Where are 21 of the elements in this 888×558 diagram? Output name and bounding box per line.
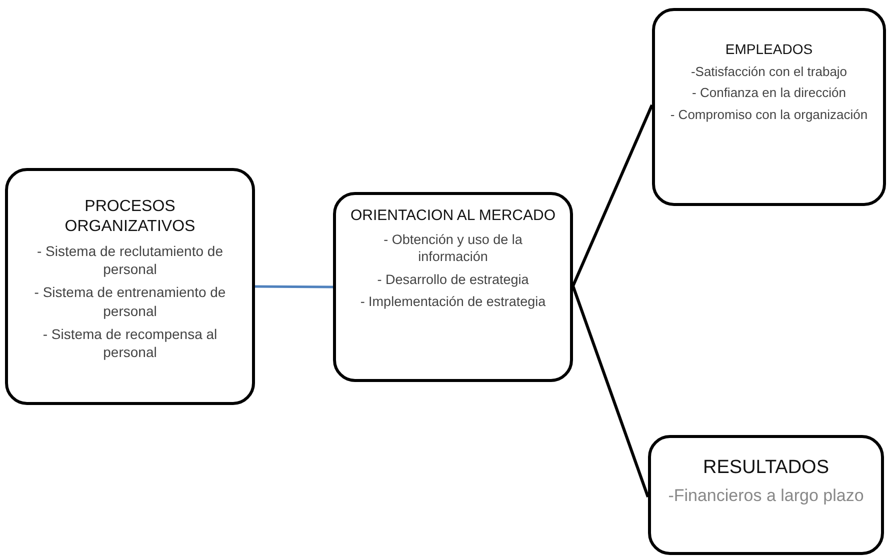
connector-line (572, 104, 654, 287)
box-heading: RESULTADOS (702, 456, 830, 480)
box-heading: PROCESOS ORGANIZATIVOS (64, 197, 196, 237)
rounded-box (648, 435, 884, 555)
list-item: - Compromiso con la organización (669, 107, 869, 124)
rounded-box (5, 168, 255, 405)
box-heading: ORIENTACION AL MERCADO (349, 207, 557, 226)
connector-line (255, 285, 333, 288)
list-item: - Desarrollo de estrategia (376, 270, 530, 288)
connector-line (572, 286, 650, 498)
list-item: -Financieros a largo plazo (667, 484, 865, 507)
list-item: - Sistema de recompensa al personal (42, 324, 218, 362)
list-item: - Implementación de estrategia (359, 293, 547, 311)
rounded-box (652, 8, 886, 206)
box-heading: EMPLEADOS (724, 41, 814, 58)
rounded-box (333, 192, 573, 382)
list-item: - Sistema de reclutamiento de personal (36, 242, 224, 278)
list-item: - Confianza en la dirección (691, 85, 847, 102)
list-item: - Sistema de entrenamiento de personal (33, 283, 227, 320)
list-item: -Satisfacción con el trabajo (690, 64, 848, 80)
list-item: - Obtención y uso de la información (382, 230, 524, 266)
